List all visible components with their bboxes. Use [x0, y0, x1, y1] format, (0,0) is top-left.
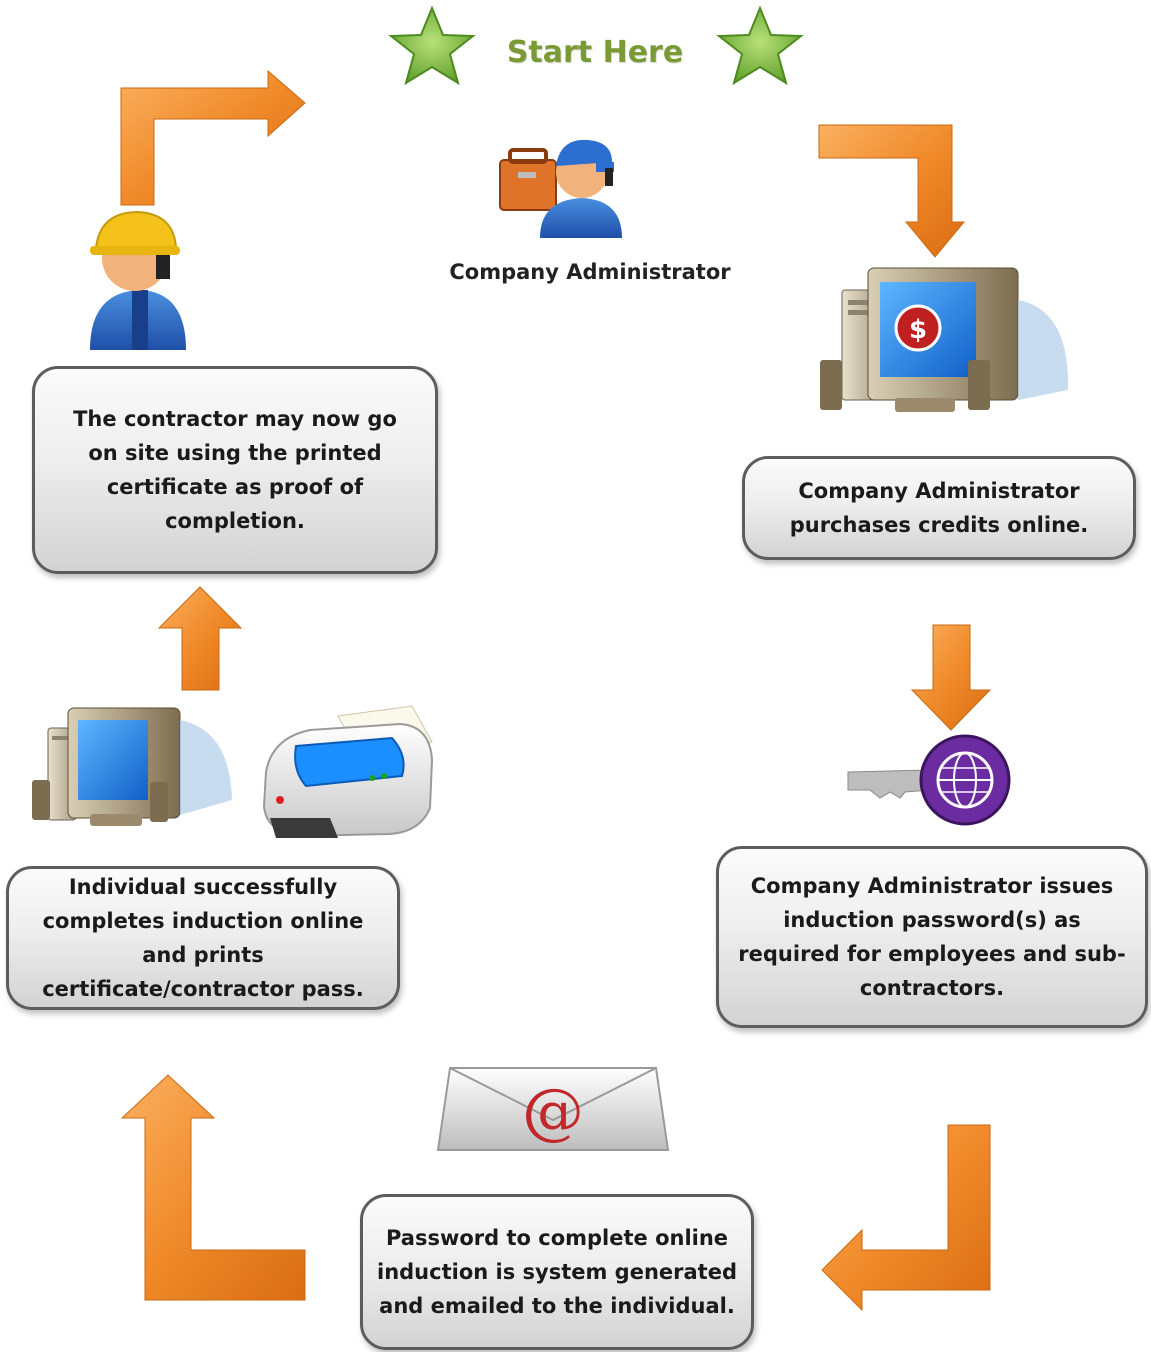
step-go-on-site: The contractor may now go on site using … [32, 366, 438, 574]
computer-icon [32, 707, 232, 826]
step-purchase-credits: Company Administrator purchases credits … [742, 456, 1136, 560]
arrow-to-contractor [157, 586, 243, 691]
company-administrator-caption: Company Administrator [449, 260, 731, 284]
arrow-to-password-issue [910, 624, 992, 731]
globe-key-icon [847, 734, 1011, 826]
printer-icon [262, 705, 434, 838]
contractor-hardhat-icon [90, 210, 186, 350]
step-issue-passwords: Company Administrator issues induction p… [716, 846, 1148, 1028]
svg-text:@: @ [522, 1074, 584, 1147]
arrow-to-credits [818, 124, 966, 258]
step-text: Company Administrator issues induction p… [738, 874, 1126, 1000]
start-here-title: Start Here [506, 35, 684, 70]
step-text: Password to complete online induction is… [377, 1226, 737, 1318]
step-complete-induction: Individual successfully completes induct… [6, 866, 400, 1010]
star-icon-left [388, 5, 476, 86]
computer-dollar-icon: $ [820, 267, 1069, 412]
arrow-to-email [821, 1124, 991, 1312]
arrow-to-start [120, 69, 306, 206]
svg-text:$: $ [909, 315, 927, 345]
step-password-emailed: Password to complete online induction is… [360, 1194, 754, 1350]
step-text: Individual successfully completes induct… [42, 875, 364, 1001]
arrow-to-completion [120, 1074, 306, 1301]
star-icon-right [716, 5, 804, 86]
step-text: Company Administrator purchases credits … [789, 479, 1089, 537]
email-envelope-icon: @ [436, 1067, 670, 1151]
step-text: The contractor may now go on site using … [73, 407, 397, 533]
administrator-with-toolbox-icon [499, 139, 622, 238]
